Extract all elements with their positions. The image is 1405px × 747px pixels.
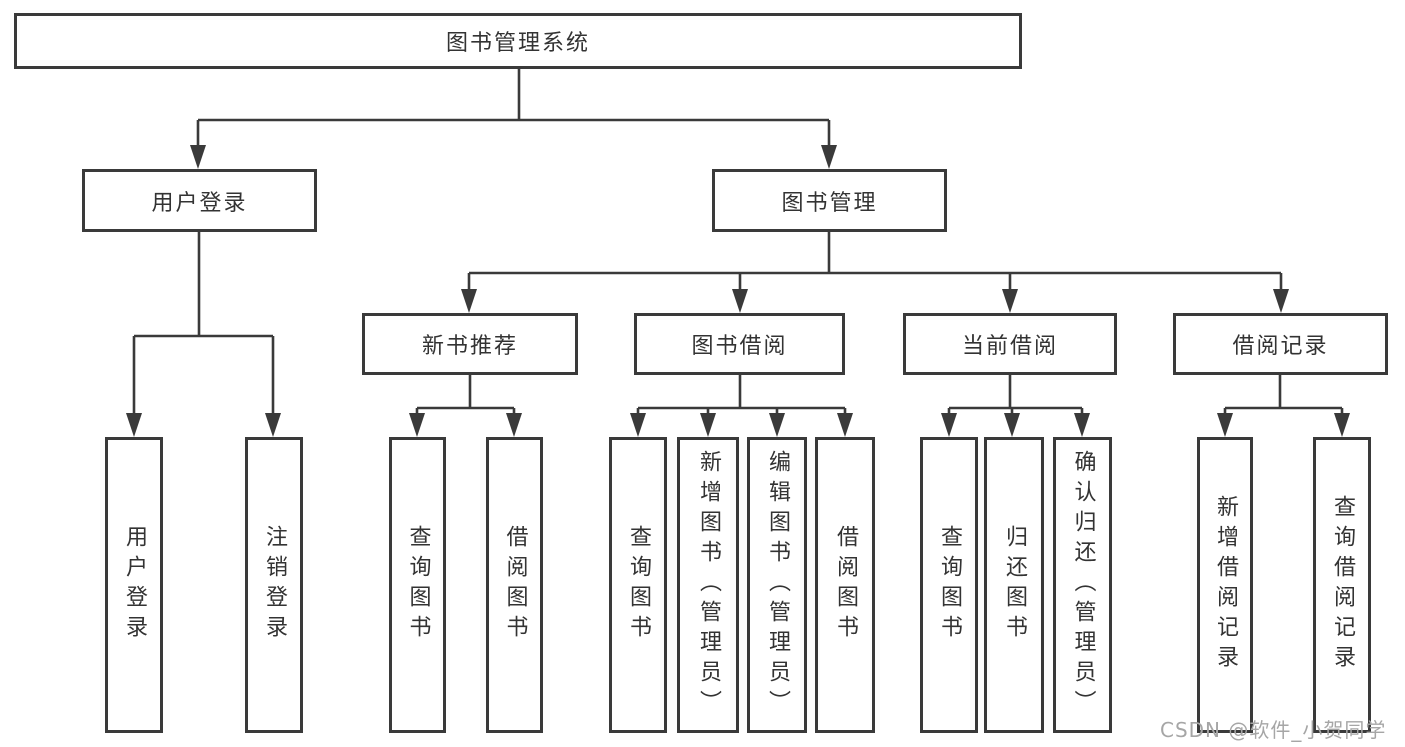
node-current-borrowing: 当前借阅 <box>903 313 1117 375</box>
leaf-add-books-admin: 新增图书（管理员） <box>677 437 739 733</box>
leaf-logout: 注销登录 <box>245 437 303 733</box>
node-book-borrowing: 图书借阅 <box>634 313 845 375</box>
node-user-login: 用户登录 <box>82 169 317 232</box>
leaf-query-borrow-record: 查询借阅记录 <box>1313 437 1371 733</box>
leaf-borrow-books: 借阅图书 <box>815 437 875 733</box>
connector-shafts <box>132 69 1344 417</box>
node-borrow-records: 借阅记录 <box>1173 313 1388 375</box>
node-new-book-recommend: 新书推荐 <box>362 313 578 375</box>
leaf-confirm-return-admin: 确认归还（管理员） <box>1053 437 1112 733</box>
csdn-watermark: CSDN @软件_小贺同学 <box>1160 718 1387 742</box>
node-book-management: 图书管理 <box>712 169 947 232</box>
node-root-system: 图书管理系统 <box>14 13 1022 69</box>
leaf-query-books-borrow: 查询图书 <box>609 437 667 733</box>
leaf-query-books-current: 查询图书 <box>920 437 978 733</box>
leaf-return-books: 归还图书 <box>984 437 1044 733</box>
leaf-query-books-recommend: 查询图书 <box>389 437 446 733</box>
leaf-user-login: 用户登录 <box>105 437 163 733</box>
leaf-borrow-books-recommend: 借阅图书 <box>486 437 543 733</box>
connector-arrowheads <box>126 145 1350 437</box>
leaf-edit-books-admin: 编辑图书（管理员） <box>747 437 807 733</box>
leaf-add-borrow-record: 新增借阅记录 <box>1197 437 1253 733</box>
